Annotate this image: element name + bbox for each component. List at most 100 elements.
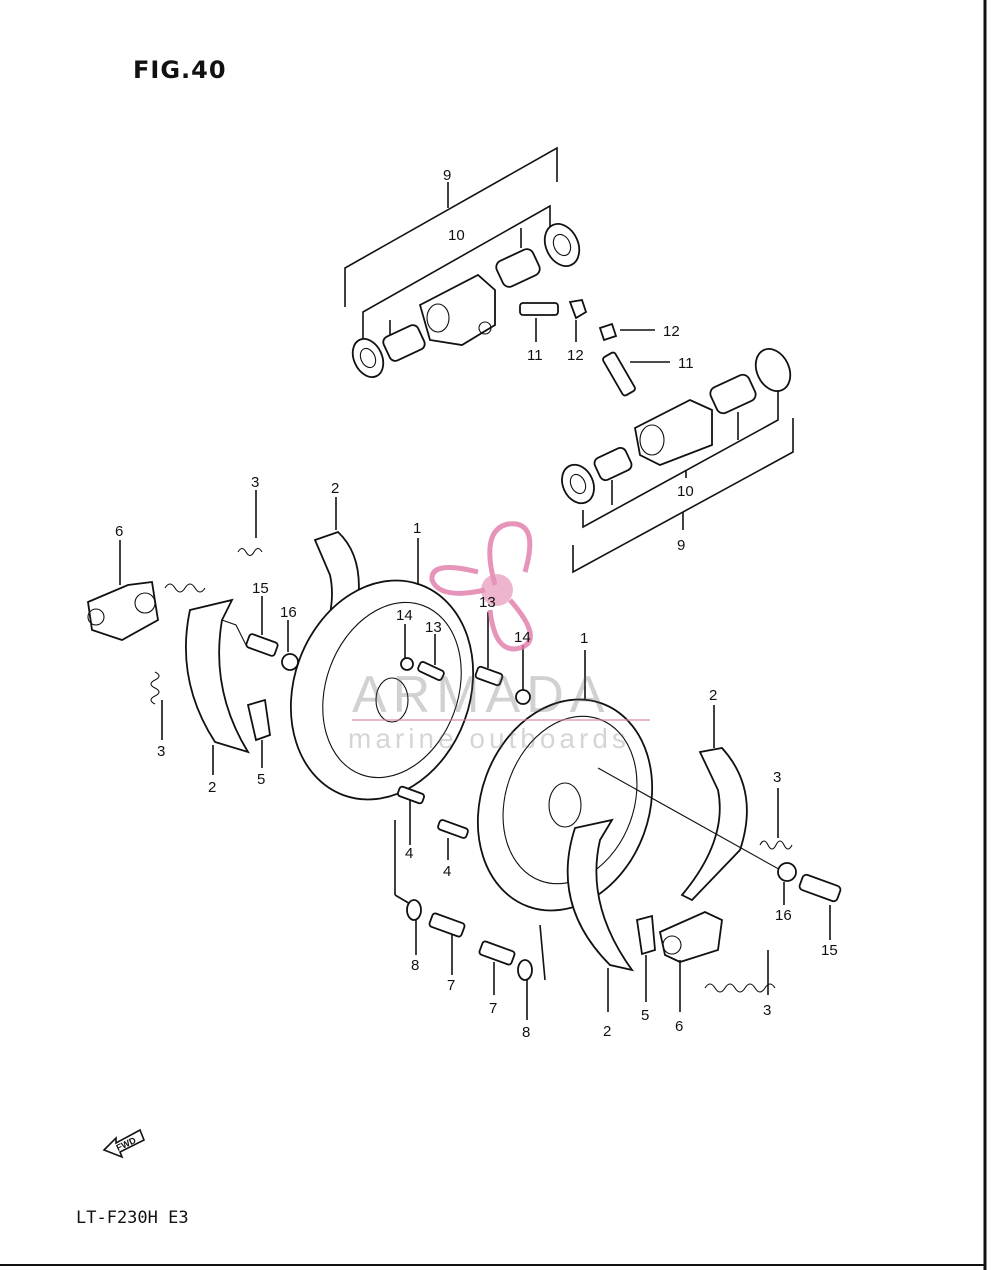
cylinder-cup-left-2 <box>561 463 595 505</box>
leader-8-b-link <box>539 924 546 981</box>
callout-15-left: 15 <box>252 580 269 597</box>
return-spring-3-left-top <box>164 583 206 593</box>
brake-assembly-left <box>87 490 531 860</box>
model-code: LT-F230H E3 <box>76 1208 189 1228</box>
cylinder-cup-left <box>351 338 385 378</box>
callout-16-left: 16 <box>280 604 297 621</box>
washer-16-left <box>281 653 299 671</box>
shoe-hold-pin-4-a <box>397 785 425 805</box>
callout-1-left: 1 <box>413 520 421 537</box>
callout-5-right: 5 <box>641 1007 649 1024</box>
cylinder-cup-right-inner <box>552 233 572 257</box>
callout-2-right-top: 2 <box>709 687 717 704</box>
cylinder-bore-right <box>639 424 665 456</box>
callout-12-top: 12 <box>567 347 584 364</box>
washer-8-a <box>406 899 422 921</box>
cylinder-piston-right <box>495 248 541 288</box>
bolt-7-a <box>428 912 466 938</box>
callout-10-right: 10 <box>677 483 694 500</box>
callout-2-left-top: 2 <box>331 480 339 497</box>
bolt-7-b <box>478 940 516 966</box>
brake-assembly-right <box>394 650 842 1020</box>
callout-10-top: 10 <box>448 227 465 244</box>
wheel-cylinder-6-right <box>658 911 723 963</box>
callout-14-left: 14 <box>396 607 413 624</box>
cylinder-piston-left-2 <box>593 447 633 481</box>
callout-2-right-bottom: 2 <box>603 1023 611 1040</box>
bolt-13-left <box>417 661 445 681</box>
propeller-logo-icon <box>429 521 533 652</box>
callout-4-a: 4 <box>405 845 413 862</box>
callout-13-left: 13 <box>425 619 442 636</box>
callout-8-a: 8 <box>411 957 419 974</box>
cylinder-port-top <box>478 321 492 335</box>
shoe-hold-clip-5-right <box>635 914 656 956</box>
shoe-hold-pin-4-b <box>437 819 469 839</box>
forward-arrow-icon: FWD <box>102 1128 146 1159</box>
callout-3-left-bottom: 3 <box>157 743 165 760</box>
alignment-line-right <box>597 767 785 873</box>
shoe-hold-clip-5-left <box>246 698 271 742</box>
callout-3-left-top: 3 <box>251 474 259 491</box>
watermark-brand: ARMADA <box>352 666 610 724</box>
washer-8-b <box>517 959 533 981</box>
callout-13-mid: 13 <box>479 594 496 611</box>
brake-shoe-2-left <box>185 598 251 754</box>
wheel-cylinder-6-right-bore <box>662 935 682 955</box>
callout-15-right: 15 <box>821 942 838 959</box>
cylinder-bore-top <box>426 303 450 333</box>
bracket-9-top <box>344 146 558 307</box>
nut-14-left <box>400 657 414 671</box>
callout-labels: 9 10 11 12 12 11 10 9 6 3 2 1 15 16 14 1… <box>115 167 838 1041</box>
callout-12-right: 12 <box>663 323 680 340</box>
callout-7-b: 7 <box>489 1000 497 1017</box>
brake-shoe-2-right-bottom <box>566 818 635 972</box>
return-spring-3-right-top <box>759 840 793 850</box>
callout-14-mid: 14 <box>514 629 531 646</box>
brake-shoe-2-left-web <box>221 619 247 646</box>
wheel-cylinder-body-right <box>633 399 713 466</box>
washer-16-right <box>777 862 797 882</box>
callout-5-left: 5 <box>257 771 265 788</box>
callout-7-a: 7 <box>447 977 455 994</box>
return-spring-3-left-bottom <box>150 671 160 705</box>
brake-shoe-2-right-top <box>680 747 748 902</box>
callout-3-right-bottom: 3 <box>763 1002 771 1019</box>
callout-11-right: 11 <box>678 355 694 372</box>
wheel-cylinder-6-bore <box>134 592 156 614</box>
return-spring-3-right-bottom <box>704 983 776 993</box>
callout-9-right: 9 <box>677 537 685 554</box>
callout-2-left-bottom: 2 <box>208 779 216 796</box>
callout-4-b: 4 <box>443 863 451 880</box>
callout-3-right-top: 3 <box>773 769 781 786</box>
wheel-cylinder-6-bleed <box>87 608 105 626</box>
callout-16-right: 16 <box>775 907 792 924</box>
wheel-cylinder-body-top <box>418 273 496 346</box>
wheel-cylinder-6-left <box>87 580 159 641</box>
callout-6-right: 6 <box>675 1018 683 1035</box>
cylinder-cup-left-2-inner <box>569 473 587 495</box>
backing-plate-1-left-hub <box>375 677 409 723</box>
cylinder-cup-left-inner <box>359 347 377 369</box>
cylinder-cup-right-2 <box>754 348 792 392</box>
watermark-tagline: marine outboards <box>348 723 630 754</box>
figure-title: FIG.40 <box>133 56 227 84</box>
callout-6-left: 6 <box>115 523 123 540</box>
cylinder-cup-right <box>543 223 581 267</box>
bracket-10-right <box>582 390 779 529</box>
bleeder-screw-top <box>519 302 559 316</box>
armada-watermark: ARMADA marine outboards <box>348 521 650 754</box>
bleeder-cap-top <box>568 298 588 320</box>
backing-plate-1-right-hub <box>548 782 582 828</box>
callout-8-b: 8 <box>522 1024 530 1041</box>
cylinder-piston-right-2 <box>709 373 757 415</box>
bleeder-screw-right <box>602 351 636 397</box>
bracket-10-top <box>362 204 551 340</box>
callout-11-top: 11 <box>527 347 543 364</box>
wheel-cylinder-assembly-top <box>344 146 588 378</box>
bleeder-cap-right <box>598 322 618 342</box>
wheel-cylinder-assembly-right <box>561 322 794 574</box>
return-spring-coil-left <box>237 547 263 557</box>
